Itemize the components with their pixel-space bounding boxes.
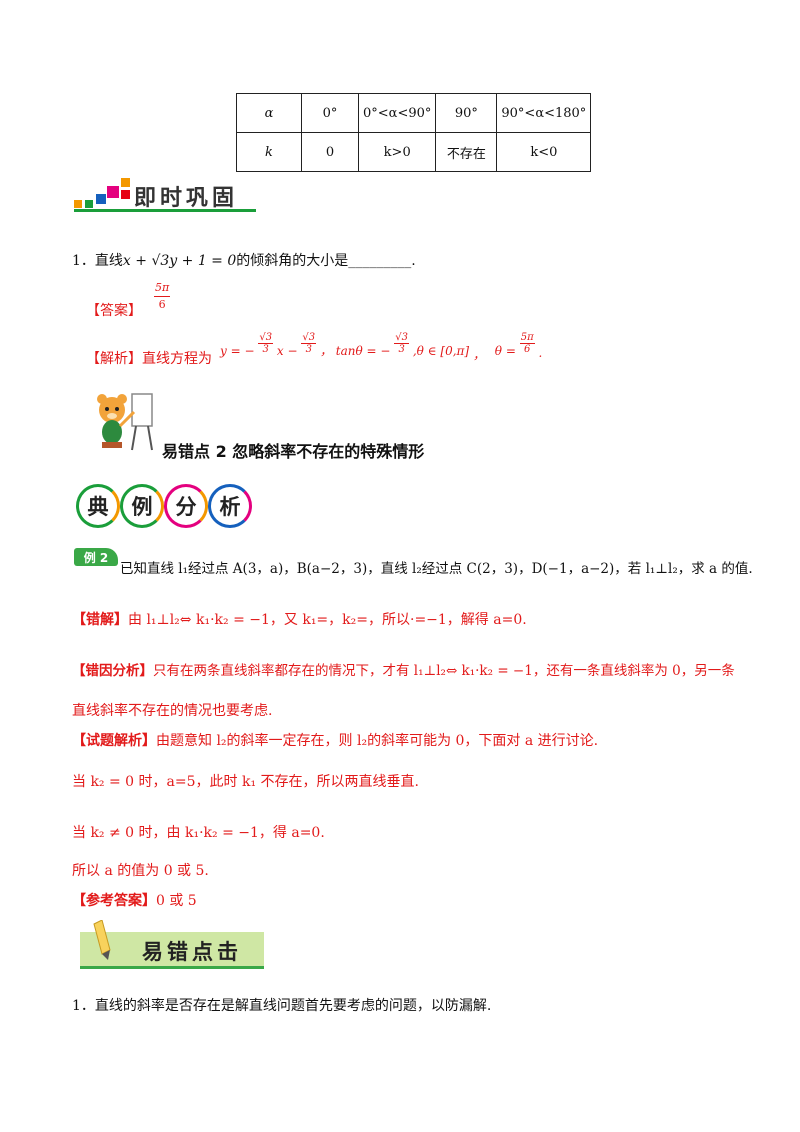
question-text: 的倾斜角的大小是 (236, 253, 349, 269)
tip-text: 1．直线的斜率是否存在是解直线问题首先要考虑的问题，以防漏解. (72, 998, 492, 1014)
solution-case-1: 当 k₂ = 0 时，a=5，此时 k₁ 不存在，所以两直线垂直. (72, 774, 419, 790)
cause-label: 【错因分析】 (72, 663, 153, 679)
reference-text: 0 或 5 (156, 893, 197, 909)
banner-char: 典 (76, 484, 120, 528)
banner-char: 例 (120, 484, 164, 528)
example-text: 已知直线 l₁经过点 A(3，a)，B(a−2，3)，直线 l₂经过点 C(2，… (120, 561, 753, 577)
eq-part: tanθ = − (335, 344, 391, 358)
cause-analysis: 【错因分析】只有在两条直线斜率都存在的情况下，才有 l₁⊥l₂⇔ k₁·k₂ =… (72, 659, 735, 679)
table-cell: 0° (301, 93, 359, 133)
table-cell: k<0 (496, 132, 592, 172)
question-text: 直线 (94, 253, 123, 269)
eq-part: x − (276, 344, 298, 358)
question-number: 1． (72, 253, 95, 269)
eq-part: ， (472, 348, 485, 362)
banner-consolidate: 即时巩固 (74, 178, 256, 214)
table-row: α 0° 0°<α<90° 90° 90°<α<180° (236, 93, 592, 133)
square-deco-icon (121, 190, 130, 199)
wrong-label: 【错解】 (72, 612, 128, 628)
table-cell: α (236, 93, 302, 133)
badge-label: 例 2 (83, 550, 109, 565)
table-cell: k (236, 132, 302, 172)
fraction-numerator: 5π (154, 280, 171, 297)
table-cell: 0°<α<90° (357, 93, 437, 133)
eq-part: ,θ ∈ [0,π] (412, 344, 470, 358)
banner-char: 析 (208, 484, 252, 528)
solution-conclusion: 所以 a 的值为 0 或 5. (72, 863, 209, 879)
banner-error-tips: 易错点击 (80, 920, 264, 969)
analysis-text: 直线方程为 (142, 351, 212, 367)
eq-part: y = − (220, 344, 255, 358)
solution-case-2: 当 k₂ ≠ 0 时，由 k₁·k₂ = −1，得 a=0. (72, 825, 325, 841)
eq-part: θ = (494, 344, 516, 358)
square-deco-icon (107, 186, 119, 198)
table-cell: 90° (435, 93, 498, 133)
answer-label: 【答案】 (86, 303, 142, 319)
wrong-text: 由 l₁⊥l₂⇔ k₁·k₂ = −1，又 k₁=，k₂=，所以·=−1，解得 … (128, 612, 527, 628)
banner-underline (74, 209, 256, 212)
reference-label: 【参考答案】 (72, 893, 156, 909)
banner-title: 即时巩固 (134, 185, 239, 211)
pencil-icon (93, 920, 111, 960)
reference-answer: 【参考答案】0 或 5 (72, 890, 197, 910)
eq-part: . (538, 346, 543, 360)
square-deco-icon (85, 200, 93, 208)
answer-fraction: 5π 6 (154, 280, 171, 313)
banner-char: 分 (164, 484, 208, 528)
banner-title: 易错点击 (142, 939, 242, 964)
example-badge: 例 2 (74, 548, 118, 566)
solution: 【试题解析】由题意知 l₂的斜率一定存在，则 l₂的斜率可能为 0，下面对 a … (72, 730, 598, 750)
fraction-denominator: 6 (158, 298, 166, 311)
cause-text: 只有在两条直线斜率都存在的情况下，才有 l₁⊥l₂⇔ k₁·k₂ = −1，还有… (153, 663, 735, 679)
answer-blank: _________. (348, 253, 416, 269)
table-cell: k>0 (357, 132, 437, 172)
solution-label: 【试题解析】 (72, 733, 156, 749)
square-deco-icon (121, 178, 130, 187)
table-cell: 0 (301, 132, 359, 172)
bear-mascot-icon (97, 393, 153, 451)
eq-part: ， (319, 344, 332, 358)
section-title: 易错点 2 忽略斜率不存在的特殊情形 (162, 442, 425, 461)
solution-text: 由题意知 l₂的斜率一定存在，则 l₂的斜率可能为 0，下面对 a 进行讨论. (156, 733, 599, 749)
cause-analysis-cont: 直线斜率不存在的情况也要考虑. (72, 703, 273, 719)
square-deco-icon (96, 194, 106, 204)
equation: x + √3y + 1 = 0 (122, 253, 237, 269)
question-1: 1．直线x + √3y + 1 = 0的倾斜角的大小是_________. (72, 250, 416, 270)
slope-angle-table: α 0° 0°<α<90° 90° 90°<α<180° k 0 k>0 不存在… (236, 93, 592, 172)
wrong-solution: 【错解】由 l₁⊥l₂⇔ k₁·k₂ = −1，又 k₁=，k₂=，所以·=−1… (72, 609, 527, 629)
answer-1: 【答案】 (86, 300, 142, 320)
table-cell: 90°<α<180° (496, 93, 592, 133)
square-deco-icon (74, 200, 82, 208)
table-cell: 不存在 (435, 132, 498, 172)
analysis-label: 【解析】 (86, 351, 142, 367)
table-row: k 0 k>0 不存在 k<0 (236, 132, 592, 172)
analysis-1: 【解析】直线方程为 (86, 348, 212, 368)
